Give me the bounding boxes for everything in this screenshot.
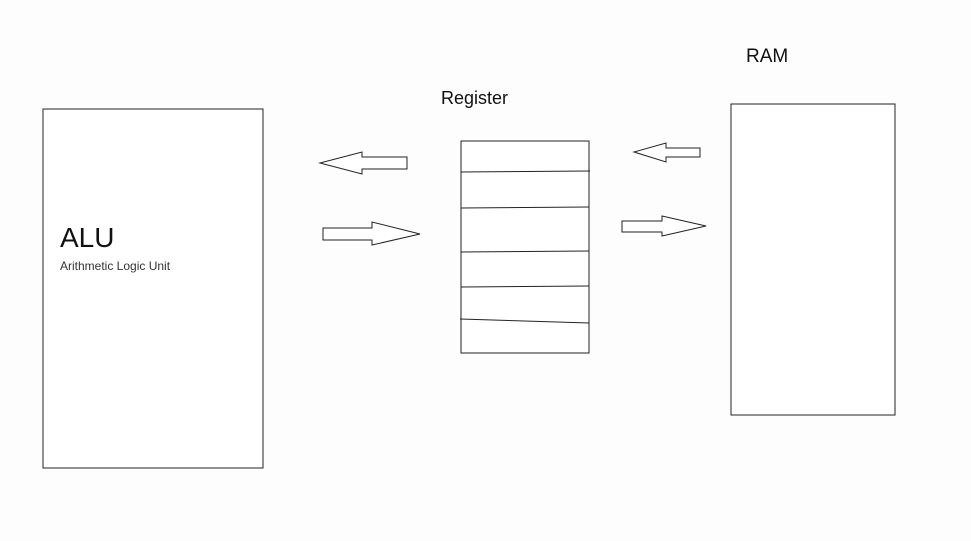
alu-subtitle: Arithmetic Logic Unit bbox=[60, 259, 171, 273]
register-slot-divider bbox=[460, 285, 590, 288]
alu-title: ALU bbox=[60, 222, 115, 253]
register-title: Register bbox=[441, 88, 509, 108]
alu-box bbox=[42, 108, 264, 469]
ram-box bbox=[730, 103, 896, 416]
ram-title: RAM bbox=[746, 46, 789, 67]
right-arrow-register-to-ram bbox=[621, 215, 707, 237]
register-slot-divider bbox=[459, 318, 590, 324]
register-slot-divider bbox=[460, 170, 591, 173]
register-slots bbox=[459, 170, 591, 324]
left-arrow-ram-to-register bbox=[632, 142, 701, 163]
right-arrow-alu-to-register bbox=[322, 221, 421, 246]
register-slot-divider bbox=[460, 206, 590, 209]
register-slot-divider bbox=[460, 250, 590, 253]
register-box bbox=[460, 140, 590, 354]
left-arrow-register-to-alu bbox=[318, 151, 408, 175]
